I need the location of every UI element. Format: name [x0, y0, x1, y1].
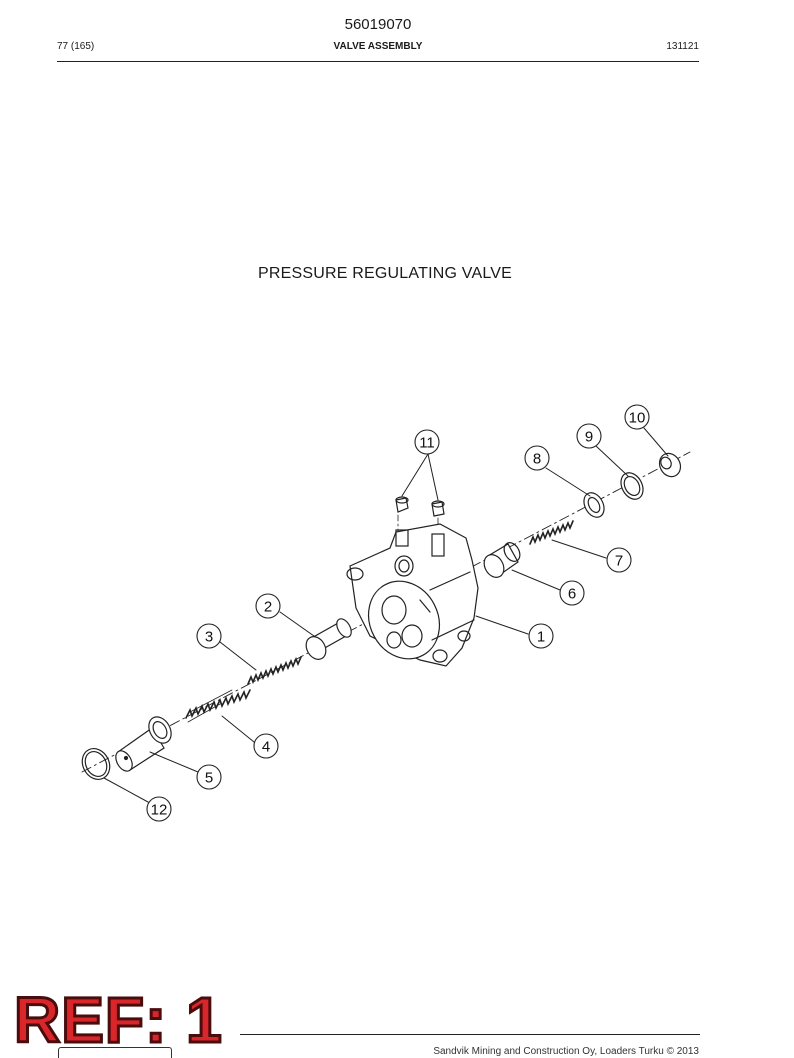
callout-5: 5: [205, 770, 213, 787]
part-12-snap-ring: [81, 748, 111, 780]
callout-12: 12: [151, 802, 168, 819]
callout-3-circle: [196, 623, 222, 649]
callout-5-circle: [196, 764, 222, 790]
callout-1: 1: [537, 629, 545, 646]
callout-12-circle: [146, 796, 172, 822]
callout-9: 9: [585, 429, 593, 446]
footer-rule: [240, 1034, 700, 1035]
part-2-spool: [305, 618, 352, 660]
part-10-plug: [658, 452, 682, 478]
figure-title: PRESSURE REGULATING VALVE: [258, 265, 512, 282]
part-7-spring: [529, 520, 574, 545]
callout-4: 4: [262, 739, 270, 756]
leader-lines: [103, 427, 669, 803]
part-1-valve-housing: [346, 523, 479, 667]
callout-7: 7: [615, 553, 623, 570]
callout-6-circle: [559, 580, 585, 606]
callout-1-circle: [528, 623, 554, 649]
part-5-plug: [115, 716, 172, 772]
part-4-spring: [185, 689, 251, 723]
document-number: 56019070: [344, 16, 412, 33]
date-code: 131121: [666, 41, 699, 52]
ref-badge: REF: 1: [13, 984, 224, 1057]
callout-2-circle: [255, 593, 281, 619]
callout-8: 8: [533, 451, 541, 468]
callout-11-circle: [414, 429, 440, 455]
callout-10: 10: [629, 410, 646, 427]
callout-6: 6: [568, 586, 576, 603]
callout-10-circle: [624, 404, 650, 430]
callout-11: 11: [419, 435, 435, 452]
part-6-piston: [483, 542, 521, 578]
part-11-plug: [395, 496, 445, 517]
callout-3: 3: [205, 629, 213, 646]
section-title: VALVE ASSEMBLY: [333, 41, 423, 52]
callout-8-circle: [524, 445, 550, 471]
part-9-ring: [620, 472, 644, 500]
page-number: 77 (165): [57, 41, 95, 52]
footer-copyright: Sandvik Mining and Construction Oy, Load…: [433, 1046, 699, 1057]
callout-4-circle: [253, 733, 279, 759]
callout-9-circle: [576, 423, 602, 449]
part-8-washer: [583, 492, 605, 518]
header-rule: [57, 61, 699, 62]
callout-circles: [146, 404, 650, 822]
callout-2: 2: [264, 599, 272, 616]
part-3-spring: [247, 656, 302, 685]
callout-7-circle: [606, 547, 632, 573]
